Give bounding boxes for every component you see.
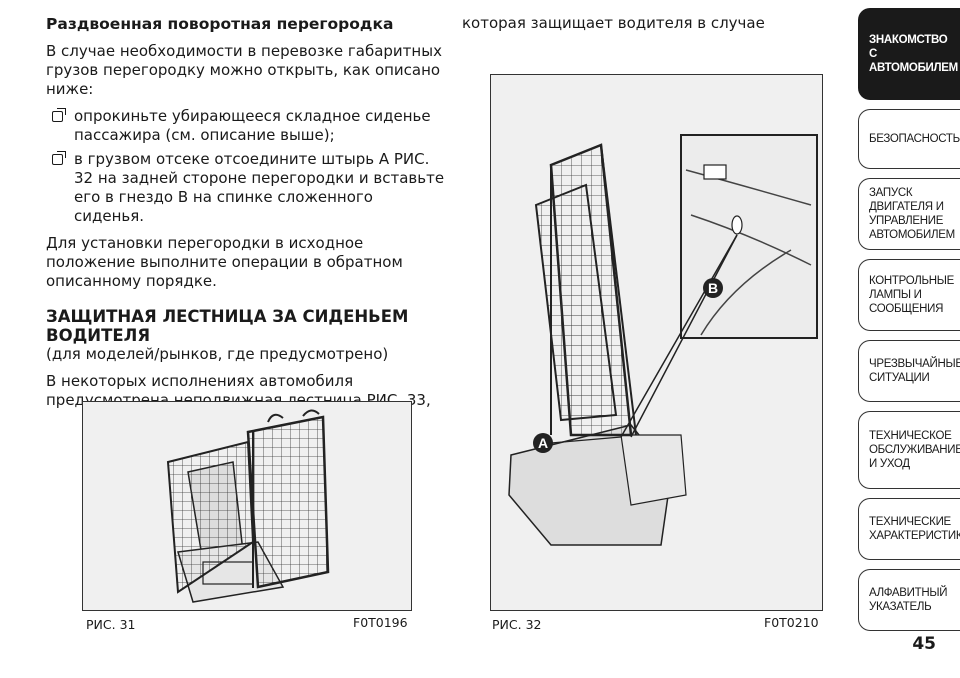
section-title: ЗАЩИТНАЯ ЛЕСТНИЦА ЗА СИДЕНЬЕМ ВОДИТЕЛЯ	[46, 307, 409, 345]
tab-label: ТЕХНИЧЕСКОЕ ОБСЛУЖИВАНИЕ И УХОД	[869, 430, 960, 470]
callout-a-label: A	[538, 435, 548, 451]
list-item-text: в грузвом отсеке отсоедините штырь A РИС…	[74, 150, 445, 225]
figure-32: A B	[490, 74, 823, 611]
left-column: Раздвоенная поворотная перегородка В слу…	[46, 14, 446, 418]
tab-chapter-1[interactable]: ЗНАКОМСТВО С АВТОМОБИЛЕМ	[858, 8, 960, 100]
figure-31-code: F0T0196	[353, 615, 408, 630]
tab-label: ЗНАКОМСТВО С АВТОМОБИЛЕМ	[869, 34, 958, 74]
checkbox-bullet-icon	[52, 108, 66, 122]
tab-chapter-8[interactable]: АЛФАВИТНЫЙ УКАЗАТЕЛЬ	[858, 569, 960, 631]
callout-b-label: B	[708, 280, 718, 296]
tab-label: ЗАПУСК ДВИГАТЕЛЯ И УПРАВЛЕНИЕ АВТОМОБИЛЕ…	[869, 187, 955, 241]
tab-label: КОНТРОЛЬНЫЕ ЛАМПЫ И СООБЩЕНИЯ	[869, 275, 955, 315]
figure-31-label: РИС. 31	[86, 617, 136, 632]
tab-chapter-4[interactable]: КОНТРОЛЬНЫЕ ЛАМПЫ И СООБЩЕНИЯ	[858, 259, 960, 331]
list-item: в грузвом отсеке отсоедините штырь A РИС…	[46, 150, 446, 226]
subtitle: Раздвоенная поворотная перегородка	[46, 15, 394, 33]
tab-label: АЛФАВИТНЫЙ УКАЗАТЕЛЬ	[869, 587, 948, 613]
intro-paragraph: В случае необходимости в перевозке габар…	[46, 42, 442, 98]
continuation-paragraph: которая защищает водителя в случае	[462, 14, 765, 32]
figure-31	[82, 401, 412, 611]
tab-chapter-5[interactable]: ЧРЕЗВЫЧАЙНЫЕ СИТУАЦИИ	[858, 340, 960, 402]
checkbox-bullet-icon	[52, 151, 66, 165]
partition-pin-illustration: A B	[508, 134, 818, 546]
tab-label: ЧРЕЗВЫЧАЙНЫЕ СИТУАЦИИ	[869, 358, 960, 384]
list-item: опрокиньте убирающееся складное сиденье …	[46, 107, 446, 145]
figure-32-code: F0T0210	[764, 615, 819, 630]
figure-32-label: РИС. 32	[492, 617, 542, 632]
tab-chapter-7[interactable]: ТЕХНИЧЕСКИЕ ХАРАКТЕРИСТИКИ	[858, 498, 960, 560]
list-item-text: опрокиньте убирающееся складное сиденье …	[74, 107, 431, 144]
tab-label: БЕЗОПАСНОСТЬ	[869, 133, 960, 145]
chapter-sidebar: ЗНАКОМСТВО С АВТОМОБИЛЕМ БЕЗОПАСНОСТЬ ЗА…	[858, 8, 960, 640]
tab-chapter-3[interactable]: ЗАПУСК ДВИГАТЕЛЯ И УПРАВЛЕНИЕ АВТОМОБИЛЕ…	[858, 178, 960, 250]
section-note: (для моделей/рынков, где предусмотрено)	[46, 345, 389, 363]
tab-chapter-6[interactable]: ТЕХНИЧЕСКОЕ ОБСЛУЖИВАНИЕ И УХОД	[858, 411, 960, 489]
page-number: 45	[912, 634, 936, 654]
middle-column: которая защищает водителя в случае	[462, 14, 842, 41]
tab-label: ТЕХНИЧЕСКИЕ ХАРАКТЕРИСТИКИ	[869, 516, 960, 542]
restore-paragraph: Для установки перегородки в исходное пол…	[46, 234, 403, 290]
instruction-list: опрокиньте убирающееся складное сиденье …	[46, 107, 446, 226]
seat-partition-illustration	[166, 409, 330, 603]
tab-chapter-2[interactable]: БЕЗОПАСНОСТЬ	[858, 109, 960, 169]
